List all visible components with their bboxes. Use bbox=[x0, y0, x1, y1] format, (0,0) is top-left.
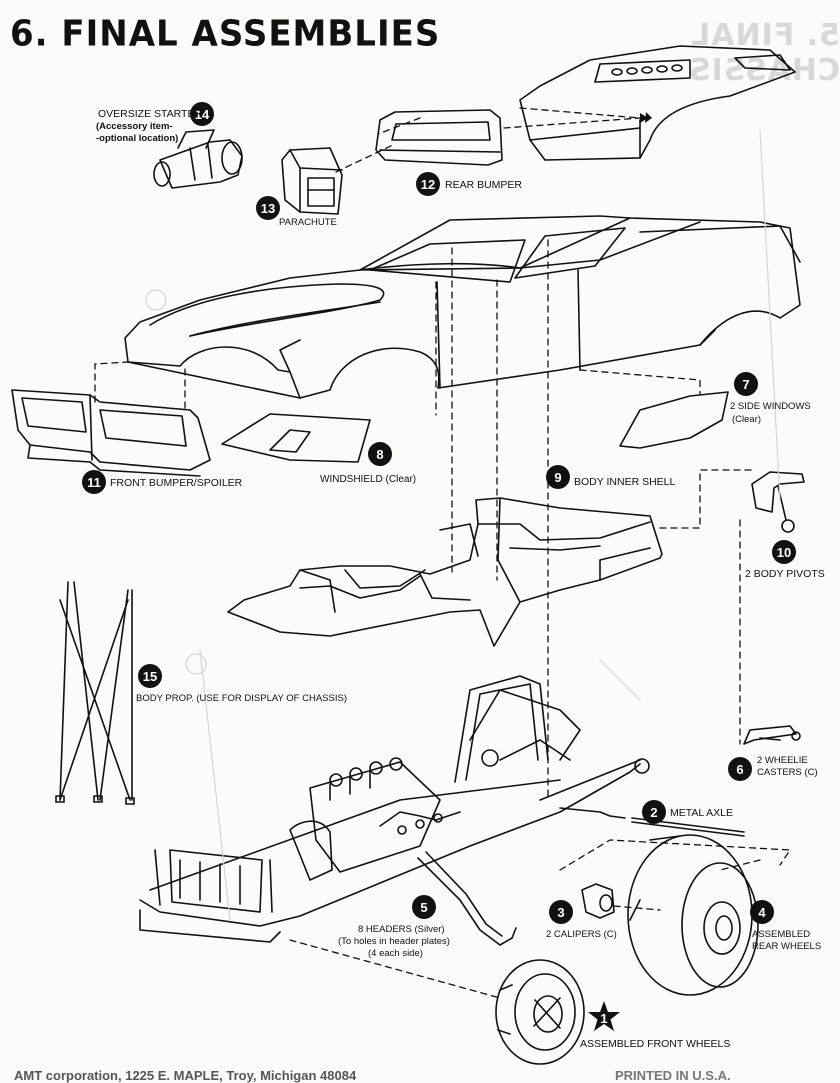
car-body-drawing bbox=[124, 215, 801, 399]
part-number-4: 4 bbox=[750, 900, 774, 924]
part-label-headers: 8 HEADERS (Silver) bbox=[358, 924, 445, 935]
part-note-four-each-side: (4 each side) bbox=[368, 948, 423, 959]
part-label-rear-bumper: REAR BUMPER bbox=[445, 179, 523, 191]
part-number-14: 14 bbox=[190, 102, 214, 126]
assembly-guide-lines bbox=[94, 107, 791, 999]
part-label-metal-axle: METAL AXLE bbox=[670, 807, 734, 819]
windshield-drawing bbox=[221, 413, 371, 463]
bleed-through-marks bbox=[145, 129, 781, 921]
part-number-10: 10 bbox=[772, 540, 796, 564]
part-number-11: 11 bbox=[82, 470, 106, 494]
part-label-parachute: PARACHUTE bbox=[279, 217, 337, 228]
body-pivot-drawing bbox=[751, 471, 805, 533]
footer-print-note: PRINTED IN U.S.A. bbox=[615, 1068, 731, 1083]
front-bumper-drawing bbox=[11, 389, 211, 477]
part-label-inner-shell: BODY INNER SHELL bbox=[574, 476, 676, 488]
rear-wheel-drawing bbox=[627, 834, 759, 996]
part-number-12: 12 bbox=[416, 172, 440, 196]
part-number-3: 3 bbox=[549, 900, 573, 924]
wheelie-caster-drawing bbox=[743, 725, 801, 745]
part-number-5: 5 bbox=[412, 895, 436, 919]
part-label-windshield: WINDSHIELD (Clear) bbox=[320, 474, 417, 485]
oversize-starter-drawing bbox=[153, 129, 243, 189]
part-number-1-text: 1 bbox=[600, 1010, 608, 1026]
caliper-drawing bbox=[581, 883, 615, 919]
part-number-2: 2 bbox=[642, 800, 666, 824]
part-label-wheelie-casters: 2 WHEELIE bbox=[757, 755, 808, 766]
part-label-body-prop: BODY PROP. (Use for display of chassis) bbox=[136, 693, 347, 704]
part-label-calipers: 2 CALIPERS (C) bbox=[546, 929, 617, 940]
part-note-optional: -optional location) bbox=[96, 133, 179, 144]
part-label-front-bumper: FRONT BUMPER/SPOILER bbox=[110, 477, 243, 489]
rear-body-piece bbox=[519, 45, 796, 161]
chassis-drawing bbox=[139, 675, 650, 943]
part-number-8: 8 bbox=[368, 442, 392, 466]
front-wheel-drawing bbox=[495, 959, 585, 1065]
part-label-assembled: ASSEMBLED bbox=[752, 929, 811, 940]
body-prop-drawing bbox=[55, 581, 135, 805]
part-number-1: 1 bbox=[586, 1000, 622, 1036]
part-label-front-wheels: ASSEMBLED FRONT WHEELS bbox=[580, 1038, 731, 1050]
star-badge-icon bbox=[588, 1001, 620, 1031]
part-note-clear-windows: (Clear) bbox=[732, 414, 762, 425]
part-number-6: 6 bbox=[728, 757, 752, 781]
part-number-9: 9 bbox=[546, 465, 570, 489]
part-number-15: 15 bbox=[138, 664, 162, 688]
side-window-drawing bbox=[619, 391, 729, 449]
part-note-accessory: (Accessory item- bbox=[96, 121, 173, 132]
part-label-body-pivots: 2 BODY PIVOTS bbox=[745, 568, 825, 580]
part-label-side-windows: 2 SIDE WINDOWS bbox=[730, 401, 811, 412]
parachute-drawing bbox=[281, 147, 343, 215]
inner-shell-drawing bbox=[227, 497, 663, 647]
part-number-13: 13 bbox=[256, 196, 280, 220]
page-title: 6. FINAL ASSEMBLIES bbox=[10, 13, 441, 55]
part-note-casters-c: CASTERS (C) bbox=[757, 767, 818, 778]
part-label-oversize-starter: OVERSIZE STARTER bbox=[98, 108, 203, 120]
footer-address: AMT corporation, 1225 E. MAPLE, Troy, Mi… bbox=[14, 1068, 357, 1083]
part-note-header-holes: (To holes in header plates) bbox=[338, 936, 450, 947]
part-label-rear-wheels: REAR WHEELS bbox=[752, 941, 822, 952]
arrowheads bbox=[640, 112, 652, 123]
header-pipe-drawing bbox=[417, 851, 517, 946]
part-number-7: 7 bbox=[734, 372, 758, 396]
rear-bumper-drawing bbox=[375, 109, 503, 166]
